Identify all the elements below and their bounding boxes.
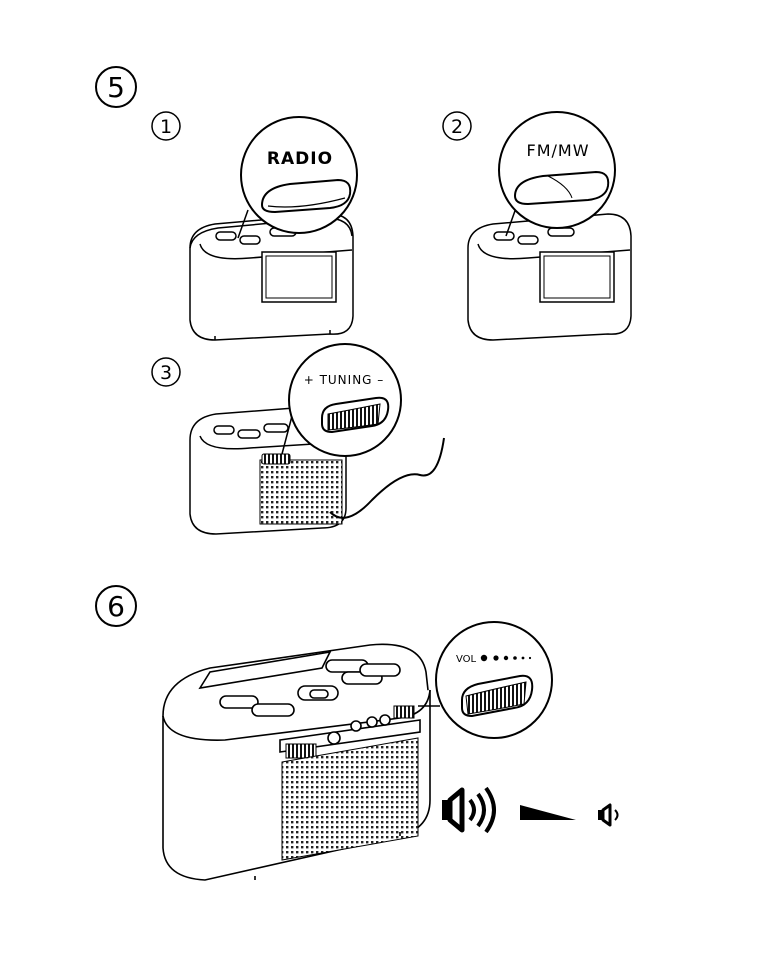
callout-magnifier-vol: VOL — [418, 622, 552, 738]
volume-ramp-icon — [520, 805, 576, 820]
speaker-quiet-icon — [598, 805, 618, 825]
radio-unit-2 — [468, 214, 631, 340]
substep-2-number: 2 — [451, 116, 463, 138]
substep-3-badge: 3 — [152, 358, 180, 386]
step-5-badge: 5 — [96, 67, 136, 107]
tuning-dial-label: + TUNING – — [304, 373, 385, 387]
radio-unit-1 — [190, 214, 353, 340]
substep-2-badge: 2 — [443, 112, 471, 140]
step-5-number: 5 — [107, 71, 125, 104]
fm-mw-button-label: FM/MW — [526, 141, 589, 160]
substep-1-badge: 1 — [152, 112, 180, 140]
substep-3-number: 3 — [160, 362, 172, 384]
step-6-badge: 6 — [96, 586, 136, 626]
volume-dial-label: VOL — [456, 654, 477, 665]
radio-unit-large — [163, 644, 430, 880]
radio-button-label: RADIO — [267, 149, 333, 169]
substep-1-number: 1 — [160, 116, 172, 138]
step-6-number: 6 — [107, 590, 125, 623]
speaker-loud-icon — [442, 788, 494, 832]
